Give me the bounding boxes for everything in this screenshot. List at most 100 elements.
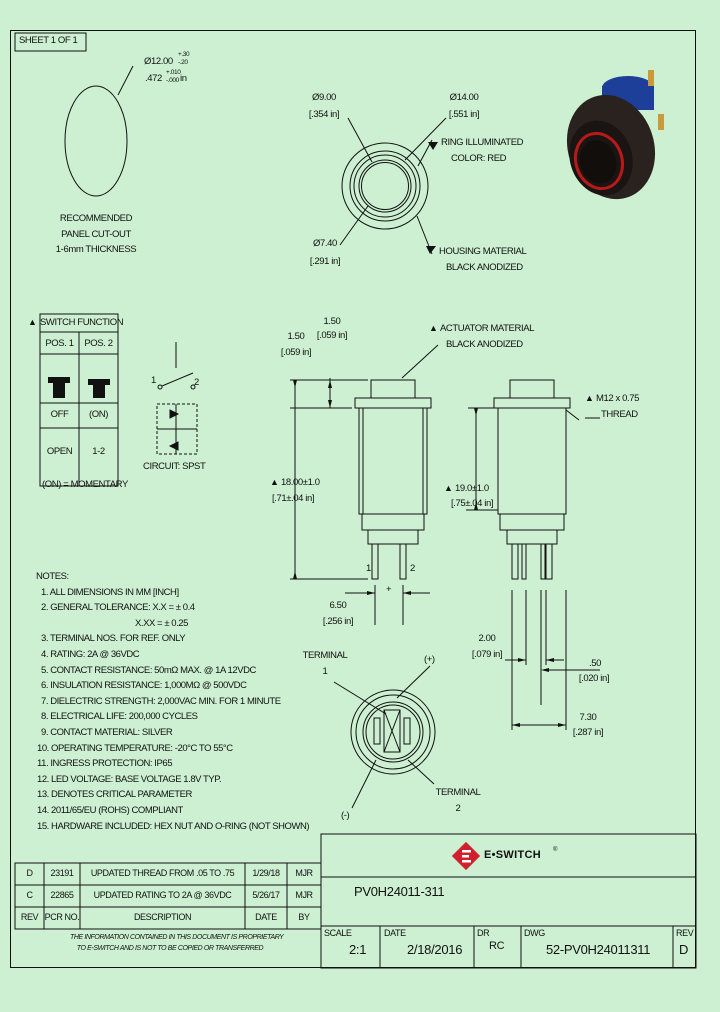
panel-caption-2: PANEL CUT-OUT bbox=[61, 229, 131, 240]
side-pitch-mm: 6.50 bbox=[329, 600, 347, 611]
critical-mark-height-2: ▲ bbox=[444, 483, 453, 493]
note-15: 15. HARDWARE INCLUDED: HEX NUT AND O-RIN… bbox=[37, 820, 310, 832]
bottom-terminal-2-a: TERMINAL bbox=[435, 787, 481, 798]
critical-mark-height-1: ▲ bbox=[270, 477, 279, 487]
switch-contact-2: 1-2 bbox=[92, 446, 105, 457]
notes-block: NOTES: 1. ALL DIMENSIONS IN MM [INCH] 2.… bbox=[36, 569, 310, 834]
side-view-2 bbox=[466, 379, 600, 730]
panel-caption-1: RECOMMENDED bbox=[59, 213, 133, 224]
rev-row-1-by: MJR bbox=[295, 868, 313, 878]
date-label: DATE bbox=[384, 928, 406, 938]
rev-row-2-pcr: 22865 bbox=[50, 890, 74, 900]
side2-w3-in: [.287 in] bbox=[572, 727, 604, 738]
dwg-value: 52-PV0H24011311 bbox=[546, 942, 651, 957]
switch-state-2: (ON) bbox=[89, 409, 108, 420]
actuator-icons bbox=[48, 377, 110, 398]
note-8: 8. ELECTRICAL LIFE: 200,000 CYCLES bbox=[41, 711, 198, 723]
switch-table-footnote: (ON) = MOMENTARY bbox=[42, 479, 128, 490]
product-render bbox=[566, 70, 664, 200]
note-10: 10. OPERATING TEMPERATURE: -20°C TO 55°C bbox=[37, 742, 233, 754]
rev-row-2-date: 5/26/17 bbox=[252, 890, 280, 900]
side2-w2-mm: .50 bbox=[588, 658, 601, 669]
switch-state-1: OFF bbox=[50, 409, 69, 420]
side-height-in: [.71±.04 in] bbox=[272, 493, 315, 504]
rev-header-by: BY bbox=[298, 912, 310, 922]
panel-dim-in: .472 bbox=[145, 73, 162, 84]
note-11: 11. INGRESS PROTECTION: IP65 bbox=[37, 758, 173, 770]
side2-height-in: [.75±.04 in] bbox=[451, 498, 494, 509]
bottom-terminal-1-a: TERMINAL bbox=[302, 650, 348, 661]
front-d3-in: [.291 in] bbox=[309, 256, 341, 267]
switch-table-lines bbox=[39, 313, 119, 487]
rev-row-1-rev: D bbox=[26, 868, 33, 878]
note-2b: X.XX = ± 0.25 bbox=[135, 617, 188, 629]
note-3: 3. TERMINAL NOS. FOR REF. ONLY bbox=[41, 633, 186, 645]
switch-contact-1: OPEN bbox=[46, 446, 73, 457]
dwg-label: DWG bbox=[524, 928, 545, 938]
side-pitch-in: [.256 in] bbox=[322, 616, 354, 627]
side2-w1-mm: 2.00 bbox=[478, 633, 496, 644]
front-view bbox=[339, 117, 447, 255]
bottom-plus: (+) bbox=[424, 654, 435, 665]
panel-cutout-circle bbox=[64, 85, 128, 197]
front-d1-in: [.354 in] bbox=[308, 109, 340, 120]
side-top-in: [.059 in] bbox=[316, 330, 348, 341]
rev-row-2-rev: C bbox=[26, 890, 33, 900]
disclaimer-1: THE INFORMATION CONTAINED IN THIS DOCUME… bbox=[70, 934, 284, 941]
rev-row-2-by: MJR bbox=[295, 890, 313, 900]
actuator-label-1: ACTUATOR MATERIAL bbox=[440, 323, 535, 334]
rev-row-1-desc: UPDATED THREAD FROM .05 TO .75 bbox=[90, 868, 235, 878]
panel-dim-mm: Ø12.00 bbox=[144, 56, 173, 67]
bottom-minus: (-) bbox=[341, 810, 350, 821]
thread-label-1: M12 x 0.75 bbox=[596, 393, 639, 404]
bottom-view bbox=[333, 665, 436, 809]
arrowheads bbox=[293, 142, 566, 727]
circuit-symbol bbox=[156, 342, 198, 455]
date-value: 2/18/2016 bbox=[407, 942, 463, 957]
note-5: 5. CONTACT RESISTANCE: 50mΩ MAX. @ 1A 12… bbox=[41, 664, 256, 676]
note-9: 9. CONTACT MATERIAL: SILVER bbox=[41, 726, 173, 738]
sheet-label: SHEET 1 OF 1 bbox=[19, 35, 78, 46]
disclaimer-2: TO E-SWITCH AND IS NOT TO BE COPIED OR T… bbox=[76, 945, 264, 952]
part-number: PV0H24011-311 bbox=[354, 884, 445, 899]
rev-label: REV bbox=[676, 928, 694, 938]
actuator-label-2: BLACK ANODIZED bbox=[446, 339, 523, 350]
front-d3-mm: Ø7.40 bbox=[313, 238, 337, 249]
terminal-2-label: 2 bbox=[410, 563, 415, 574]
sheet-label-box bbox=[14, 32, 87, 52]
panel-dim-in-unit: in bbox=[180, 73, 187, 84]
dr-label: DR bbox=[477, 928, 490, 938]
panel-tol-in-minus: -.000 bbox=[166, 77, 179, 84]
side2-w1-in: [.079 in] bbox=[471, 649, 503, 660]
notes-title: NOTES: bbox=[36, 571, 69, 582]
plus-sign: + bbox=[386, 584, 392, 595]
switch-table-header: SWITCH FUNCTION bbox=[40, 317, 124, 328]
housing-label-1: HOUSING MATERIAL bbox=[439, 246, 527, 257]
side-cap-in: [.059 in] bbox=[280, 347, 312, 358]
thread-label-2: THREAD bbox=[601, 409, 638, 420]
brand-name: E•SWITCH bbox=[484, 849, 541, 861]
side2-w3-mm: 7.30 bbox=[579, 712, 597, 723]
side-cap-mm: 1.50 bbox=[287, 331, 305, 342]
ring-label-1: RING ILLUMINATED bbox=[441, 137, 524, 148]
circuit-label: CIRCUIT: SPST bbox=[143, 461, 206, 472]
scale-label: SCALE bbox=[324, 928, 352, 938]
note-6: 6. INSULATION RESISTANCE: 1,000MΩ @ 500V… bbox=[41, 680, 247, 692]
switch-table-col-2: POS. 2 bbox=[84, 338, 113, 349]
critical-mark-actuator: ▲ bbox=[429, 323, 438, 333]
title-block-lines bbox=[320, 833, 697, 969]
housing-label-2: BLACK ANODIZED bbox=[446, 262, 523, 273]
eswitch-logo-mark bbox=[451, 841, 481, 871]
rev-header-pcr: PCR NO. bbox=[44, 912, 80, 922]
circuit-pin-2: 2 bbox=[194, 377, 199, 388]
note-2: 2. GENERAL TOLERANCE: X.X = ± 0.4 bbox=[41, 602, 195, 614]
side2-height-mm: 19.0±1.0 bbox=[455, 483, 489, 494]
note-7: 7. DIELECTRIC STRENGTH: 2,000VAC MIN. FO… bbox=[41, 695, 281, 707]
critical-mark-thread: ▲ bbox=[585, 393, 594, 403]
rev-header-desc: DESCRIPTION bbox=[133, 912, 192, 922]
side-view-1 bbox=[290, 344, 439, 625]
rev-row-2-desc: UPDATED RATING TO 2A @ 36VDC bbox=[93, 890, 232, 900]
front-d2-mm: Ø14.00 bbox=[449, 92, 479, 103]
dr-value: RC bbox=[489, 940, 505, 952]
